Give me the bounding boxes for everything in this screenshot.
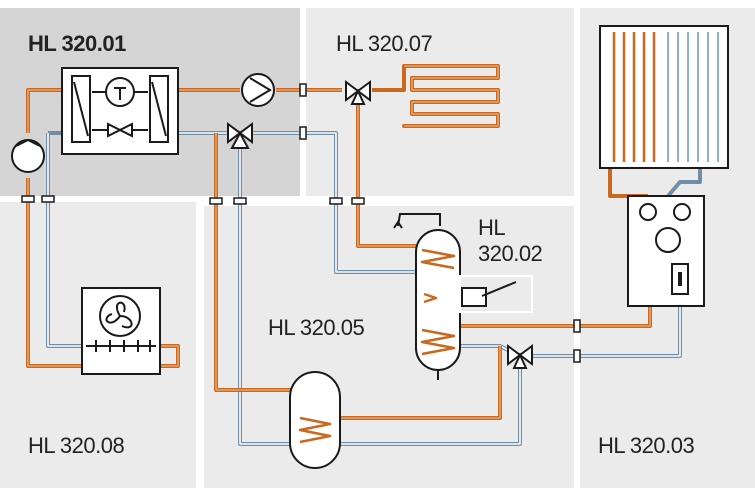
connector (209, 197, 223, 205)
storage-tank (393, 213, 533, 380)
solar-collector (599, 25, 729, 169)
circulation-pump (11, 138, 45, 173)
module-label-hl32002-line1: HL (478, 215, 506, 240)
connector (41, 195, 55, 203)
heat-pump-unit (61, 67, 179, 155)
outdoor-fan-unit (81, 287, 161, 375)
module-label-hl32008: HL 320.08 (28, 433, 125, 458)
module-label-hl32003: HL 320.03 (598, 433, 695, 458)
connector (573, 319, 581, 333)
three-way-valve (345, 80, 371, 105)
floor-heating-coil (404, 64, 500, 128)
buffer-tank (289, 371, 341, 469)
three-way-valve (507, 344, 533, 369)
connector (299, 126, 307, 140)
panel-hl32005 (204, 206, 574, 488)
module-label-hl32001: HL 320.01 (28, 31, 126, 56)
module-label-hl32002-line2: 320.02 (478, 241, 543, 266)
module-label-hl32005: HL 320.05 (268, 315, 365, 340)
solar-station (627, 195, 705, 307)
connector (329, 197, 343, 205)
pipe-connectors (21, 83, 581, 363)
connector (299, 83, 307, 97)
connector (573, 349, 581, 363)
module-panels (0, 8, 755, 488)
three-way-valve (227, 122, 253, 149)
connector (21, 195, 35, 203)
connector (351, 197, 365, 205)
hot-pipes-inner (27, 89, 651, 419)
connector (233, 197, 247, 205)
circulation-pump (241, 73, 275, 107)
module-label-hl32007: HL 320.07 (336, 31, 433, 56)
